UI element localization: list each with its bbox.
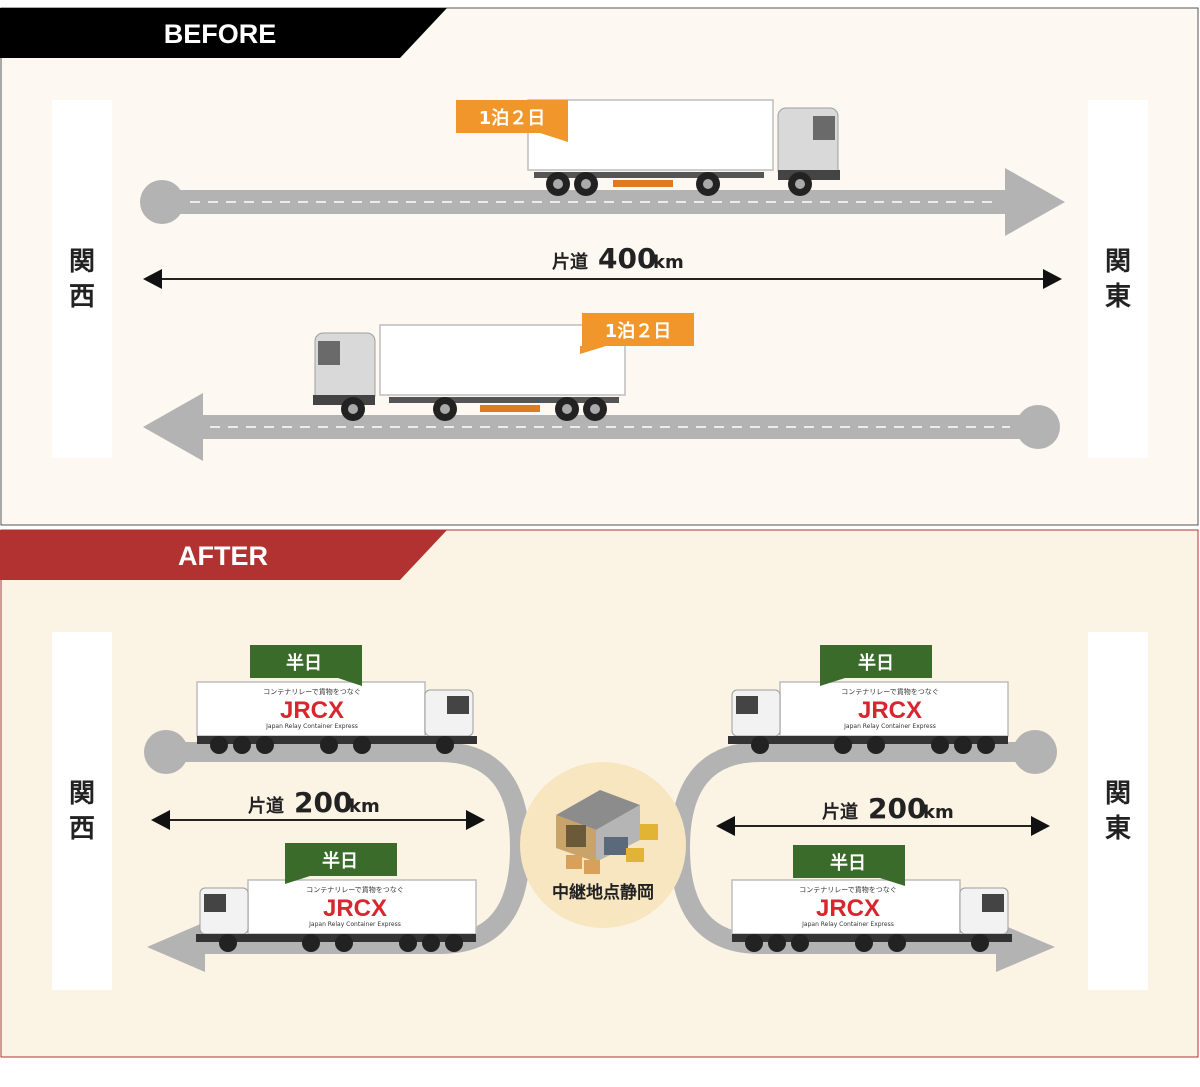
before-left-region-1: 関 bbox=[69, 247, 95, 277]
svg-text:JRCX: JRCX bbox=[858, 697, 922, 724]
after-left-distance-value: 200 bbox=[294, 786, 352, 819]
before-right-region-box bbox=[1088, 100, 1148, 458]
svg-text:半日: 半日 bbox=[830, 852, 866, 874]
before-header: BEFORE bbox=[164, 19, 277, 49]
svg-text:コンテナリレーで貨物をつなぐ: コンテナリレーで貨物をつなぐ bbox=[263, 687, 361, 696]
svg-text:半日: 半日 bbox=[322, 850, 358, 872]
svg-text:Japan Relay Container Express: Japan Relay Container Express bbox=[308, 921, 401, 928]
after-right-region-box bbox=[1088, 632, 1148, 990]
svg-text:JRCX: JRCX bbox=[280, 697, 344, 724]
svg-text:コンテナリレーで貨物をつなぐ: コンテナリレーで貨物をつなぐ bbox=[841, 687, 939, 696]
after-left-distance-prefix: 片道 bbox=[248, 795, 284, 817]
relay-truck-top-left: コンテナリレーで貨物をつなぐ JRCX Japan Relay Containe… bbox=[197, 682, 477, 754]
svg-text:Japan Relay Container Express: Japan Relay Container Express bbox=[801, 921, 894, 928]
relay-label: 中継地点静岡 bbox=[552, 882, 654, 903]
svg-text:半日: 半日 bbox=[286, 652, 322, 674]
relay-truck-bottom-left: コンテナリレーで貨物をつなぐ JRCX Japan Relay Containe… bbox=[196, 880, 476, 952]
svg-text:JRCX: JRCX bbox=[323, 895, 387, 922]
after-left-region-1: 関 bbox=[69, 779, 95, 809]
before-left-region-2: 西 bbox=[69, 282, 95, 312]
before-distance-prefix: 片道 bbox=[552, 251, 588, 273]
svg-text:JRCX: JRCX bbox=[816, 895, 880, 922]
after-header: AFTER bbox=[178, 541, 268, 571]
svg-text:1泊２日: 1泊２日 bbox=[605, 321, 672, 342]
after-right-region-1: 関 bbox=[1105, 779, 1131, 809]
after-right-distance-unit: km bbox=[923, 802, 954, 823]
after-right-region-2: 東 bbox=[1105, 814, 1131, 844]
svg-text:1泊２日: 1泊２日 bbox=[479, 108, 546, 129]
before-right-region-2: 東 bbox=[1105, 282, 1131, 312]
relay-truck-top-right: コンテナリレーで貨物をつなぐ JRCX Japan Relay Containe… bbox=[728, 682, 1008, 754]
svg-text:半日: 半日 bbox=[858, 652, 894, 674]
after-left-distance-unit: km bbox=[349, 796, 380, 817]
before-distance-value: 400 bbox=[598, 242, 656, 275]
svg-text:コンテナリレーで貨物をつなぐ: コンテナリレーで貨物をつなぐ bbox=[306, 885, 404, 894]
before-distance-unit: km bbox=[653, 252, 684, 273]
after-right-distance-prefix: 片道 bbox=[822, 801, 858, 823]
after-right-distance-value: 200 bbox=[868, 792, 926, 825]
svg-text:Japan Relay Container Express: Japan Relay Container Express bbox=[265, 723, 358, 730]
before-left-region-box bbox=[52, 100, 112, 458]
relay-truck-bottom-right: コンテナリレーで貨物をつなぐ JRCX Japan Relay Containe… bbox=[732, 880, 1012, 952]
after-left-region-2: 西 bbox=[69, 814, 95, 844]
svg-text:コンテナリレーで貨物をつなぐ: コンテナリレーで貨物をつなぐ bbox=[799, 885, 897, 894]
before-right-region-1: 関 bbox=[1105, 247, 1131, 277]
after-left-region-box bbox=[52, 632, 112, 990]
svg-text:Japan Relay Container Express: Japan Relay Container Express bbox=[843, 723, 936, 730]
